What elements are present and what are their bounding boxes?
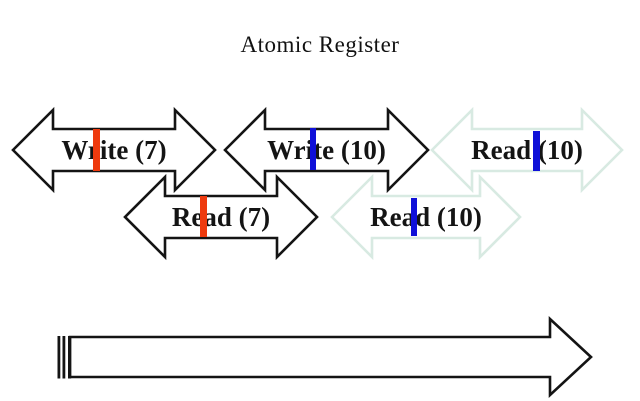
timeline-arrow — [68, 316, 593, 398]
timeline-start-mark — [68, 336, 72, 379]
operation-arrow — [123, 173, 319, 261]
operation-arrow — [11, 106, 217, 194]
operation-arrow — [330, 173, 522, 261]
linearization-tick-red — [93, 129, 100, 171]
operation-label: Read (10) — [471, 135, 583, 165]
operation-arrow — [223, 106, 430, 194]
operation-label: Read (7) — [172, 202, 270, 232]
operation-label: Read (10) — [370, 202, 482, 232]
page-title: Atomic Register — [240, 32, 400, 58]
linearization-tick-blue — [310, 128, 316, 170]
timeline-start-mark — [57, 336, 61, 379]
linearization-tick-blue — [533, 131, 540, 171]
linearization-tick-blue — [411, 198, 417, 236]
timeline-start-mark — [62, 336, 66, 379]
linearization-tick-red — [200, 196, 207, 237]
operation-label: Write (10) — [267, 135, 386, 165]
operation-arrow — [430, 106, 624, 194]
operation-label: Write (7) — [61, 135, 166, 165]
